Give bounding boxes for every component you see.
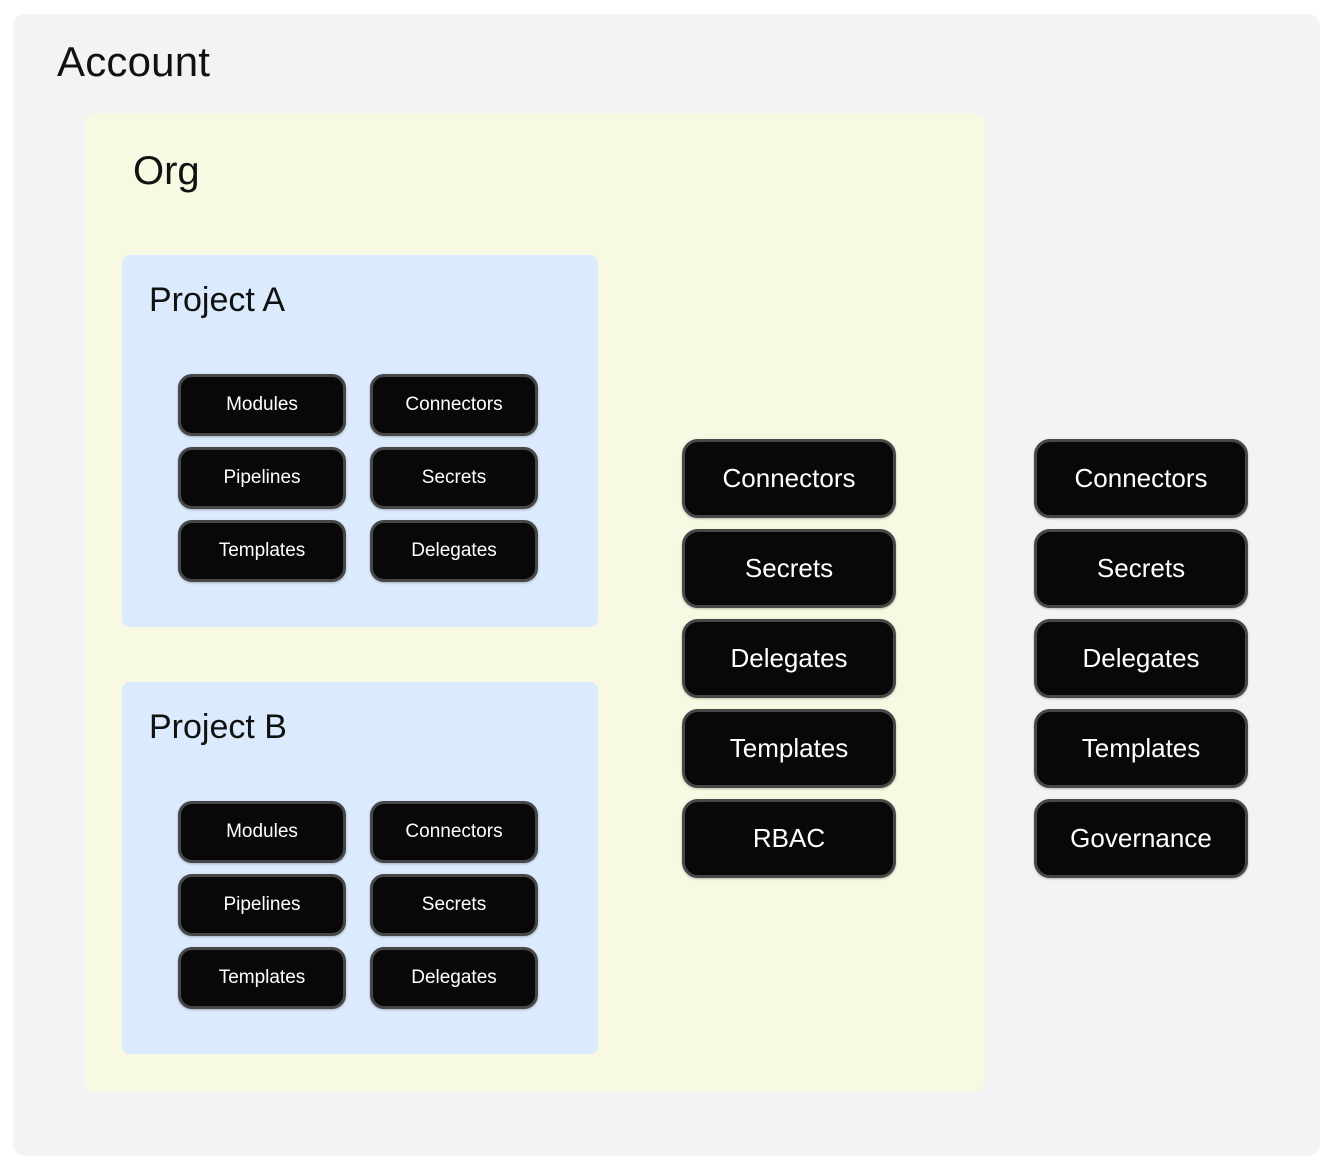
project-b-pill-connectors: Connectors (370, 801, 538, 863)
account-container: Account Org Project A Modules Connectors… (13, 14, 1320, 1156)
project-a-services: Modules Connectors Pipelines Secrets Tem… (178, 374, 538, 582)
project-a-title: Project A (149, 281, 286, 319)
account-pill-secrets: Secrets (1034, 529, 1248, 608)
project-b-pill-modules: Modules (178, 801, 346, 863)
org-services: Connectors Secrets Delegates Templates R… (682, 439, 896, 878)
org-pill-delegates: Delegates (682, 619, 896, 698)
project-a-pill-modules: Modules (178, 374, 346, 436)
project-b-container: Project B Modules Connectors Pipelines S… (122, 682, 598, 1054)
project-a-pill-connectors: Connectors (370, 374, 538, 436)
project-b-services: Modules Connectors Pipelines Secrets Tem… (178, 801, 538, 1009)
org-pill-secrets: Secrets (682, 529, 896, 608)
org-pill-connectors: Connectors (682, 439, 896, 518)
project-b-pill-delegates: Delegates (370, 947, 538, 1009)
account-title: Account (57, 38, 211, 85)
org-pill-templates: Templates (682, 709, 896, 788)
project-b-pill-templates: Templates (178, 947, 346, 1009)
account-pill-governance: Governance (1034, 799, 1248, 878)
org-title: Org (133, 149, 200, 193)
project-b-title: Project B (149, 708, 287, 746)
project-a-container: Project A Modules Connectors Pipelines S… (122, 255, 598, 627)
org-container: Org Project A Modules Connectors Pipelin… (85, 113, 985, 1092)
project-a-pill-templates: Templates (178, 520, 346, 582)
project-b-pill-pipelines: Pipelines (178, 874, 346, 936)
project-a-pill-secrets: Secrets (370, 447, 538, 509)
project-a-pill-delegates: Delegates (370, 520, 538, 582)
project-b-pill-secrets: Secrets (370, 874, 538, 936)
org-pill-rbac: RBAC (682, 799, 896, 878)
account-services: Connectors Secrets Delegates Templates G… (1034, 439, 1248, 878)
account-pill-delegates: Delegates (1034, 619, 1248, 698)
project-a-pill-pipelines: Pipelines (178, 447, 346, 509)
account-pill-templates: Templates (1034, 709, 1248, 788)
account-pill-connectors: Connectors (1034, 439, 1248, 518)
